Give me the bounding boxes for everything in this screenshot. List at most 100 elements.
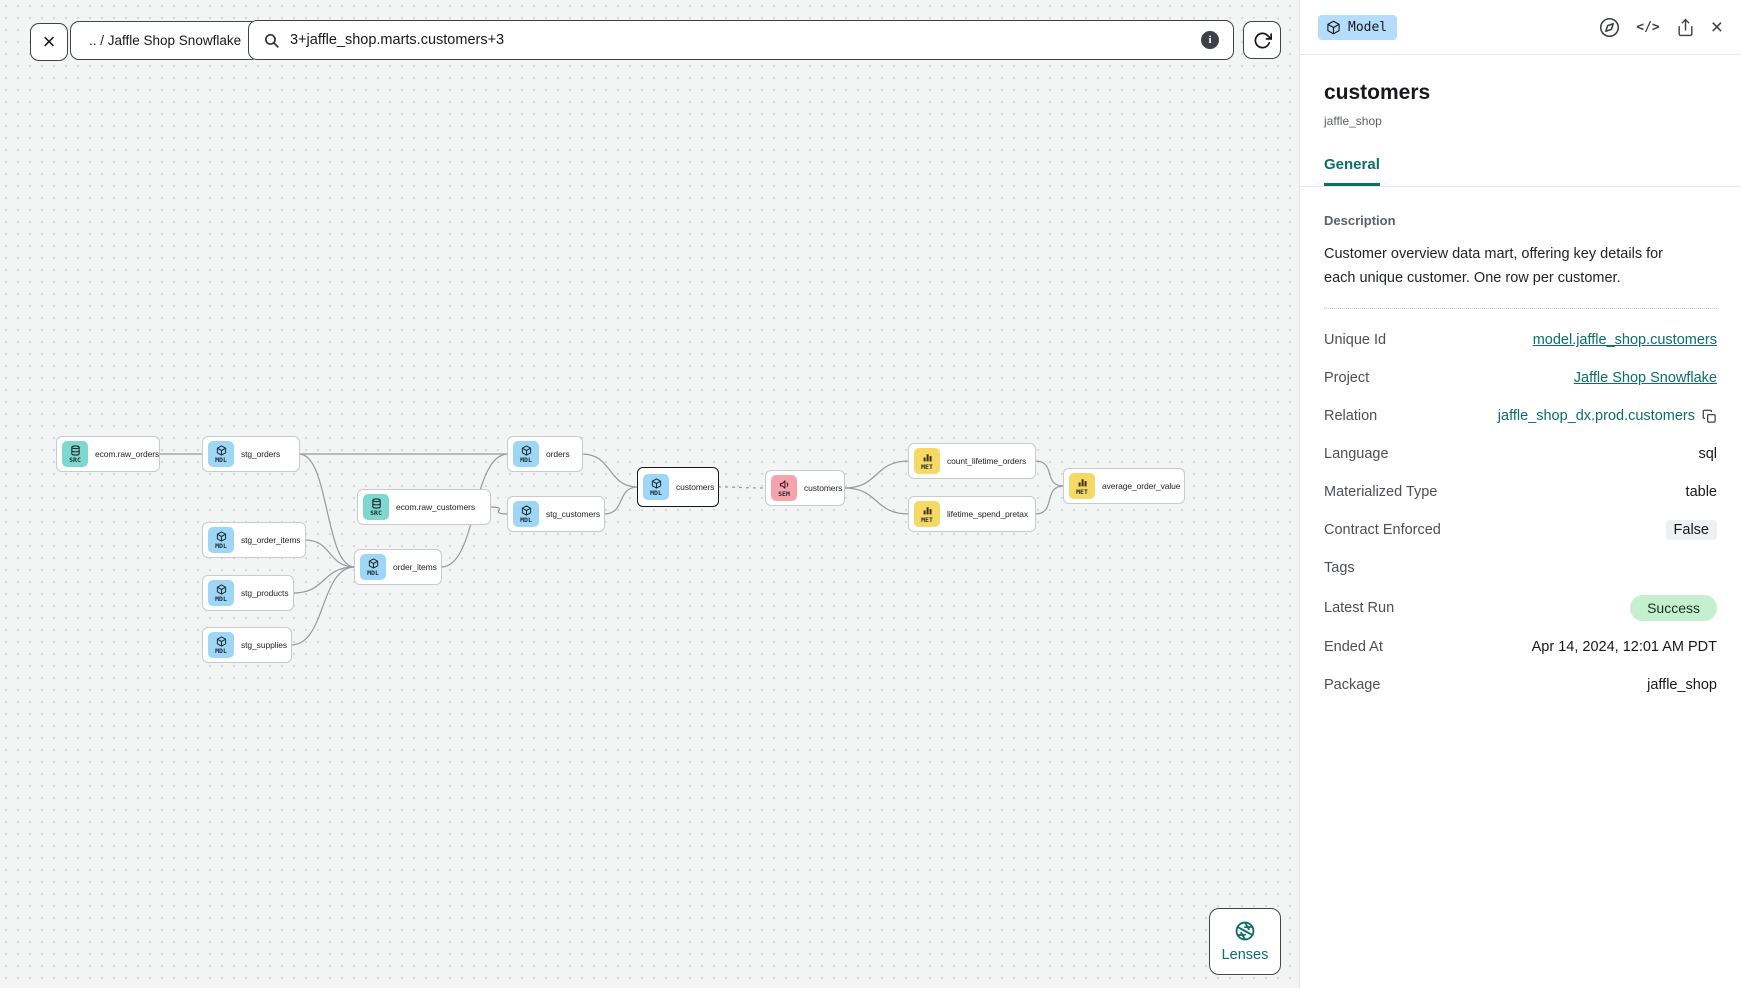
detail-label: Relation — [1324, 408, 1378, 425]
node-label: stg_orders — [241, 449, 281, 459]
detail-label: Package — [1324, 677, 1381, 694]
close-lineage-button[interactable]: × — [30, 23, 68, 61]
detail-row: Relation jaffle_shop_dx.prod.customers — [1324, 405, 1717, 428]
node-label: stg_products — [241, 588, 289, 598]
panel-tabs: General — [1300, 156, 1741, 187]
detail-value: table — [1685, 484, 1717, 501]
info-icon[interactable]: i — [1201, 31, 1219, 49]
model-cube-icon: MDL — [513, 441, 539, 467]
detail-label: Contract Enforced — [1324, 522, 1441, 539]
node-label: count_lifetime_orders — [947, 456, 1027, 466]
breadcrumb[interactable]: .. / Jaffle Shop Snowflake — [70, 21, 261, 60]
close-panel-button[interactable]: × — [1711, 15, 1723, 39]
detail-row: Ended At Apr 14, 2024, 12:01 AM PDT — [1324, 636, 1717, 659]
graph-node-stg_orders[interactable]: MDL stg_orders — [202, 436, 300, 472]
graph-node-stg_order_items[interactable]: MDL stg_order_items — [202, 522, 306, 558]
panel-title-block: customers jaffle_shop — [1300, 55, 1741, 128]
graph-node-raw_customers[interactable]: SRC ecom.raw_customers — [357, 489, 491, 525]
detail-label: Latest Run — [1324, 599, 1395, 616]
model-cube-icon: MDL — [208, 527, 234, 553]
model-cube-icon: MDL — [513, 501, 539, 527]
detail-label: Ended At — [1324, 639, 1383, 656]
graph-node-lifetime_spend_pretax[interactable]: MET lifetime_spend_pretax — [908, 496, 1036, 532]
code-icon: </> — [1636, 19, 1660, 35]
lenses-aperture-icon — [1235, 921, 1255, 941]
panel-header: Model </> — [1300, 0, 1741, 55]
detail-value: jaffle_shop — [1647, 677, 1717, 694]
copy-icon[interactable] — [1702, 409, 1717, 424]
source-database-icon: SRC — [363, 494, 389, 520]
search-input[interactable] — [290, 32, 1191, 48]
lenses-button[interactable]: Lenses — [1209, 908, 1281, 975]
detail-value: Success — [1630, 594, 1717, 621]
node-label: lifetime_spend_pretax — [947, 509, 1029, 519]
graph-node-customers[interactable]: MDL customers — [637, 467, 719, 507]
node-label: orders — [546, 449, 570, 459]
detail-row: Package jaffle_shop — [1324, 674, 1717, 697]
node-label: ecom.raw_orders — [95, 449, 160, 459]
node-label: customers — [676, 482, 715, 492]
node-label: customers — [804, 483, 843, 493]
detail-label: Project — [1324, 370, 1370, 387]
tab-general[interactable]: General — [1324, 156, 1380, 186]
close-icon: × — [42, 29, 56, 54]
details-panel: Model </> — [1299, 0, 1741, 988]
detail-value: False — [1665, 520, 1717, 541]
model-cube-icon: MDL — [643, 474, 669, 500]
description-text: Customer overview data mart, offering ke… — [1324, 246, 1664, 286]
detail-value[interactable]: Jaffle Shop Snowflake — [1573, 370, 1717, 387]
page-title: customers — [1324, 81, 1431, 104]
graph-node-orders[interactable]: MDL orders — [507, 436, 583, 472]
detail-row: Tags — [1324, 557, 1717, 580]
detail-label: Tags — [1324, 560, 1355, 577]
node-label: ecom.raw_customers — [396, 502, 475, 512]
graph-node-raw_orders[interactable]: SRC ecom.raw_orders — [56, 436, 160, 472]
model-cube-icon: MDL — [208, 580, 234, 606]
detail-value: Apr 14, 2024, 12:01 AM PDT — [1531, 639, 1717, 656]
graph-node-stg_products[interactable]: MDL stg_products — [202, 575, 294, 611]
package-subtitle: jaffle_shop — [1324, 114, 1382, 128]
value-badge: False — [1665, 520, 1717, 541]
search-bar: i — [248, 20, 1234, 60]
view-code-button[interactable]: </> — [1636, 15, 1659, 39]
compass-icon — [1600, 17, 1620, 37]
explore-button[interactable] — [1599, 15, 1620, 39]
refresh-button[interactable] — [1243, 21, 1281, 59]
dotted-divider — [1324, 307, 1717, 309]
status-badge: Success — [1630, 594, 1717, 621]
metric-chart-icon: MET — [914, 501, 940, 527]
lenses-label: Lenses — [1221, 947, 1269, 963]
search-icon — [264, 33, 279, 48]
panel-actions: </> × — [1599, 15, 1723, 39]
graph-node-customers_sem[interactable]: SEM customers — [765, 470, 845, 506]
description-label: Description — [1324, 213, 1396, 228]
graph-node-average_order_value[interactable]: MET average_order_value — [1063, 468, 1185, 504]
detail-value[interactable]: jaffle_shop_dx.prod.customers — [1498, 408, 1717, 424]
panel-body: Description Customer overview data mart,… — [1300, 187, 1741, 697]
metric-chart-icon: MET — [1069, 473, 1095, 499]
model-cube-icon: MDL — [208, 441, 234, 467]
detail-value[interactable]: model.jaffle_shop.customers — [1532, 332, 1717, 349]
source-database-icon: SRC — [62, 441, 88, 467]
semantic-model-icon: SEM — [771, 475, 797, 501]
close-icon: × — [1710, 15, 1723, 39]
detail-row: Latest Run Success — [1324, 594, 1717, 621]
share-icon — [1678, 18, 1693, 36]
detail-row: Contract Enforced False — [1324, 519, 1717, 542]
node-label: average_order_value — [1102, 481, 1181, 491]
node-label: stg_order_items — [241, 535, 301, 545]
resource-type-badge: Model — [1318, 14, 1398, 40]
share-button[interactable] — [1676, 15, 1695, 39]
model-cube-icon — [1327, 20, 1340, 34]
